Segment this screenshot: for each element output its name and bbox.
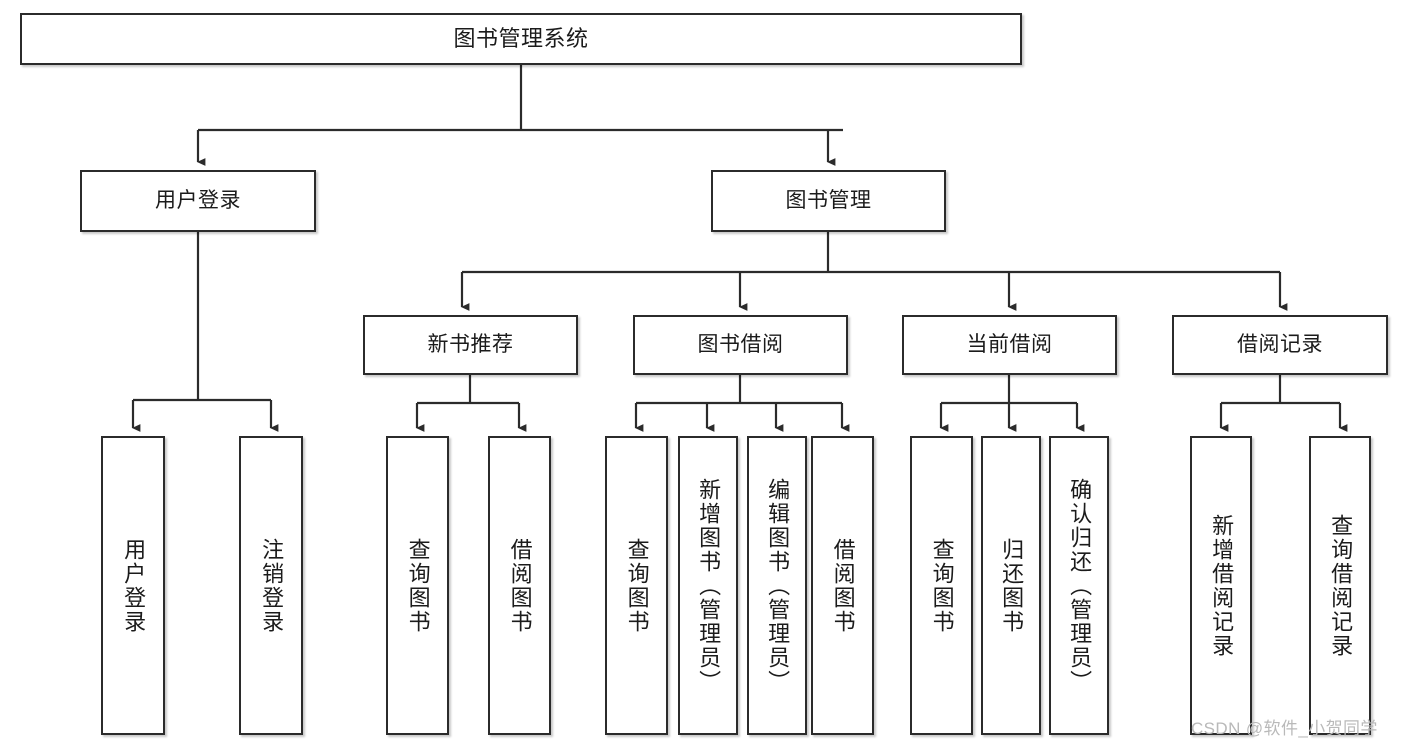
leaf-edit-book-label: 编辑图书（管理员） [765,477,791,694]
leaf-borrow-book-1[interactable]: 借阅图书 [488,436,551,735]
leaf-logout-login-label: 注销登录 [259,537,285,634]
leaf-confirm-return[interactable]: 确认归还（管理员） [1049,436,1109,735]
leaf-query-record[interactable]: 查询借阅记录 [1309,436,1371,735]
leaf-add-record[interactable]: 新增借阅记录 [1190,436,1252,735]
node-root-label: 图书管理系统 [453,25,589,51]
node-borrow-record[interactable]: 借阅记录 [1172,315,1388,375]
leaf-query-book-2[interactable]: 查询图书 [605,436,668,735]
leaf-user-login-label: 用户登录 [121,537,147,634]
leaf-query-book-1[interactable]: 查询图书 [386,436,449,735]
node-book-borrow[interactable]: 图书借阅 [633,315,848,375]
leaf-query-book-3[interactable]: 查询图书 [910,436,973,735]
node-current-borrow[interactable]: 当前借阅 [902,315,1117,375]
leaf-borrow-book-2-label: 借阅图书 [830,537,856,634]
node-book-manage[interactable]: 图书管理 [711,170,946,232]
node-borrow-record-label: 借阅记录 [1237,333,1323,357]
leaf-query-book-1-label: 查询图书 [405,537,431,634]
node-root[interactable]: 图书管理系统 [20,13,1022,65]
leaf-add-book[interactable]: 新增图书（管理员） [678,436,738,735]
leaf-borrow-book-2[interactable]: 借阅图书 [811,436,874,735]
node-book-manage-label: 图书管理 [785,189,872,213]
node-new-book-recommend[interactable]: 新书推荐 [363,315,578,375]
leaf-borrow-book-1-label: 借阅图书 [507,537,533,634]
leaf-add-record-label: 新增借阅记录 [1209,513,1235,658]
leaf-user-login[interactable]: 用户登录 [101,436,165,735]
node-book-borrow-label: 图书借阅 [697,333,784,357]
watermark-text: CSDN @软件_小贺同学 [1191,719,1378,738]
leaf-edit-book[interactable]: 编辑图书（管理员） [747,436,807,735]
leaf-logout-login[interactable]: 注销登录 [239,436,303,735]
leaf-confirm-return-label: 确认归还（管理员） [1067,477,1093,694]
node-current-borrow-label: 当前借阅 [966,333,1053,357]
leaf-query-record-label: 查询借阅记录 [1328,513,1354,658]
leaf-query-book-2-label: 查询图书 [624,537,650,634]
leaf-add-book-label: 新增图书（管理员） [696,477,722,694]
node-new-book-recommend-label: 新书推荐 [427,333,514,357]
node-user-login-label: 用户登录 [155,189,241,213]
node-user-login[interactable]: 用户登录 [80,170,316,232]
leaf-query-book-3-label: 查询图书 [929,537,955,634]
leaf-return-book[interactable]: 归还图书 [981,436,1041,735]
leaf-return-book-label: 归还图书 [999,537,1025,634]
